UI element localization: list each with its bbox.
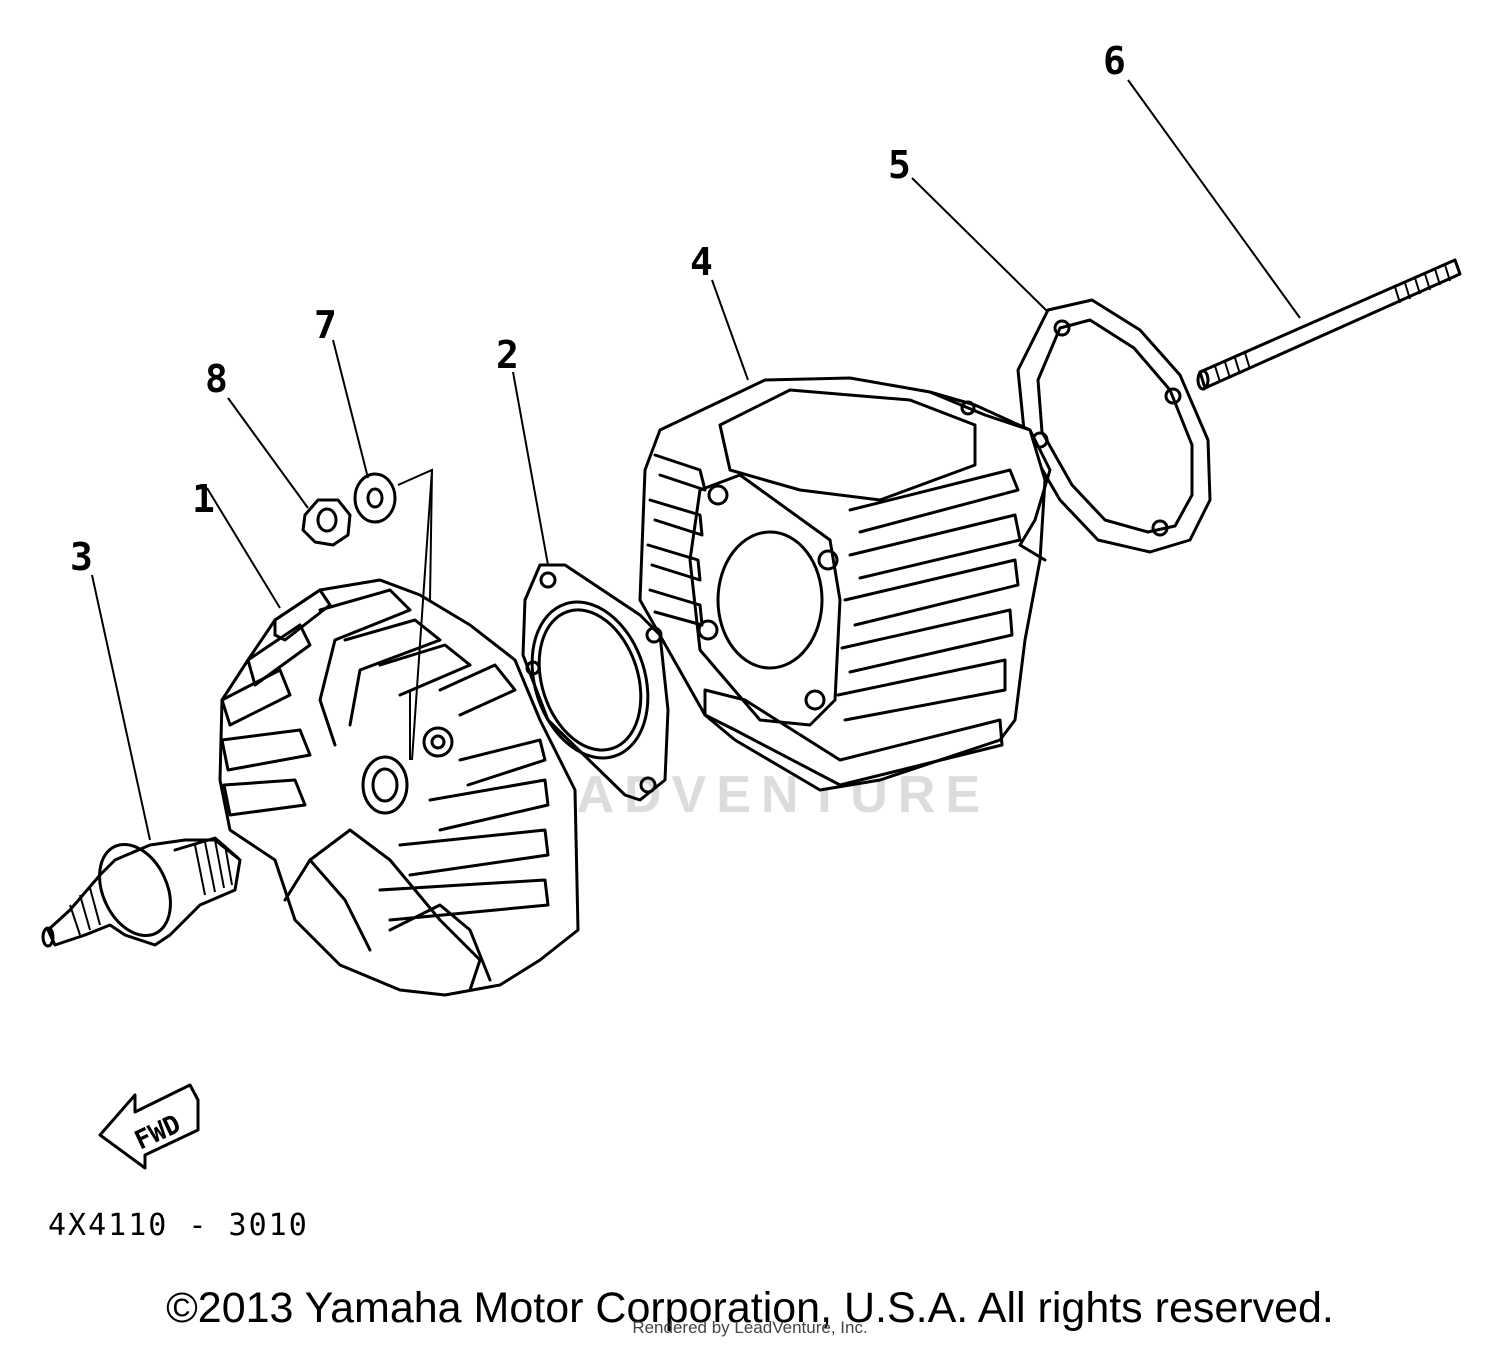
spark-plug-part — [41, 836, 242, 948]
stud-bolt-part — [1196, 258, 1462, 391]
washer-part — [353, 472, 397, 524]
cylinder-part — [638, 376, 1052, 792]
forward-arrow-icon: FWD — [98, 1083, 200, 1170]
callout-2: 2 — [496, 333, 519, 377]
callout-5: 5 — [888, 143, 911, 187]
head-gasket-part — [521, 563, 670, 802]
cylinder-head-part — [218, 578, 580, 997]
callout-8: 8 — [205, 357, 228, 401]
copyright-notice: ©2013 Yamaha Motor Corporation, U.S.A. A… — [166, 1284, 1334, 1332]
figure-code: 4X4110 - 3010 — [48, 1208, 309, 1243]
nut-part — [301, 498, 352, 547]
leader-lines — [91, 79, 1301, 841]
base-gasket-part — [1016, 298, 1212, 554]
callout-7: 7 — [314, 303, 337, 347]
callout-1: 1 — [192, 477, 215, 521]
callout-6: 6 — [1103, 39, 1126, 83]
callout-numbers: 1 2 3 4 5 6 7 8 — [70, 39, 1126, 579]
callout-3: 3 — [70, 535, 93, 579]
callout-4: 4 — [690, 240, 713, 284]
rendered-by-credit: Rendered by LeadVenture, Inc. — [632, 1318, 868, 1337]
